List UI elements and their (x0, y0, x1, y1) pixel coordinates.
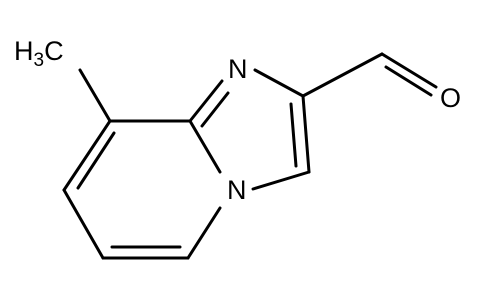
methyl-h: H (14, 36, 34, 66)
atom-n-bridge: N (227, 175, 247, 205)
bond-cho-o-inner (384, 65, 433, 97)
bond-n1-c2 (253, 68, 305, 98)
methyl-c: C (44, 36, 64, 66)
bond-c3-n4 (251, 170, 311, 191)
bond-c2-c3 (301, 94, 311, 174)
bond-c2-cho (301, 52, 384, 98)
bond-layer (62, 52, 438, 260)
atom-oxygen: O (440, 83, 461, 113)
bond-methyl-c8 (78, 68, 112, 123)
methyl-subscript: 3 (34, 50, 45, 71)
atom-labels: H3C N N O (14, 36, 461, 205)
atom-n-ring: N (228, 54, 248, 84)
bond-n4-c8a (188, 119, 222, 174)
bond-c7-c6 (62, 188, 105, 260)
bond-c8-c7 (62, 119, 112, 192)
bond-c2-c3-inner (289, 102, 298, 168)
bond-c8a-n1 (188, 79, 224, 123)
methyl-label: H3C (14, 36, 64, 71)
bond-c5-n4 (186, 206, 222, 260)
bond-cho-o (380, 52, 438, 89)
bond-c8a-n1-inner (200, 91, 230, 128)
bond-c8-c7-inner (76, 131, 116, 190)
